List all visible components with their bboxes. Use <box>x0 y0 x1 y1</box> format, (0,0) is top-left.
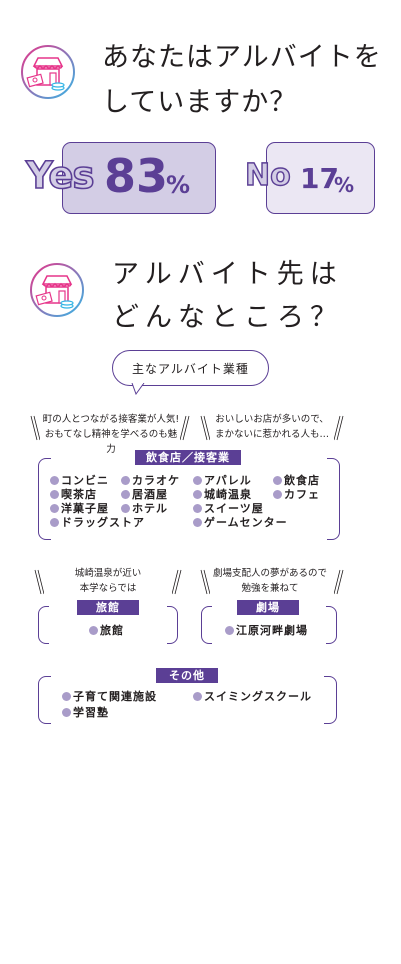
food-note-right: おいしいお店が多いので、 まかないに惹かれる人も… <box>214 414 329 440</box>
other-category-label: その他 <box>156 668 218 683</box>
food-item: 飲食店 <box>273 472 320 488</box>
food-item: 居酒屋 <box>121 486 168 502</box>
hatch-mark <box>34 569 44 595</box>
no-percent-unit: % <box>334 173 355 197</box>
yes-percent-number: 83 <box>104 149 169 203</box>
food-category-label: 飲食店／接客業 <box>135 450 241 465</box>
food-item: スイーツ屋 <box>193 500 264 516</box>
food-item: コンビニ <box>50 472 109 488</box>
ryokan-item: 旅館 <box>89 622 124 638</box>
food-item: カラオケ <box>121 472 180 488</box>
food-item: 喫茶店 <box>50 486 97 502</box>
no-label: No <box>244 157 291 193</box>
theater-category-label: 劇場 <box>237 600 299 615</box>
no-percent-number: 17 <box>300 162 339 195</box>
section2-title-line2: どんなところ？ <box>112 302 343 333</box>
hatch-mark <box>30 415 40 441</box>
food-item: カフェ <box>273 486 320 502</box>
food-item: 城崎温泉 <box>193 486 252 502</box>
food-item: 洋菓子屋 <box>50 500 109 516</box>
theater-note: 劇場支配人の夢があるので 勉強を兼ねて <box>212 568 327 594</box>
ryokan-category-label: 旅館 <box>77 600 139 615</box>
hatch-mark <box>200 415 210 441</box>
other-item: 子育て関連施設 <box>62 688 157 704</box>
food-item: ドラッグストア <box>50 514 145 530</box>
shop-icon <box>21 45 75 99</box>
hatch-mark <box>334 415 344 441</box>
other-item: スイミングスクール <box>193 688 312 704</box>
yes-label: Yes <box>25 153 95 198</box>
category-bubble: 主なアルバイト業種 <box>112 350 269 386</box>
food-item: ホテル <box>121 500 168 516</box>
yes-result-box <box>62 142 216 214</box>
theater-item: 江原河畔劇場 <box>225 622 308 638</box>
section1-title-line1: あなたはアルバイトを <box>102 42 382 73</box>
hatch-mark <box>200 569 210 595</box>
food-item: ゲームセンター <box>193 514 288 530</box>
no-result-box <box>266 142 375 214</box>
bubble-tail <box>131 383 145 395</box>
section2-title-line1: アルバイト先は <box>112 259 343 290</box>
food-item: アパレル <box>193 472 252 488</box>
food-note-left: 町の人とつながる接客業が人気! おもてなし精神を学べるのも魅力 <box>42 414 180 455</box>
hatch-mark <box>172 569 182 595</box>
hatch-mark <box>180 415 190 441</box>
section1-title-line2: していますか？ <box>102 87 298 118</box>
shop-icon <box>30 263 84 317</box>
other-item: 学習塾 <box>62 704 109 720</box>
ryokan-note: 城崎温泉が近い 本学ならでは <box>74 568 142 594</box>
hatch-mark <box>334 569 344 595</box>
yes-percent-unit: % <box>166 171 191 199</box>
